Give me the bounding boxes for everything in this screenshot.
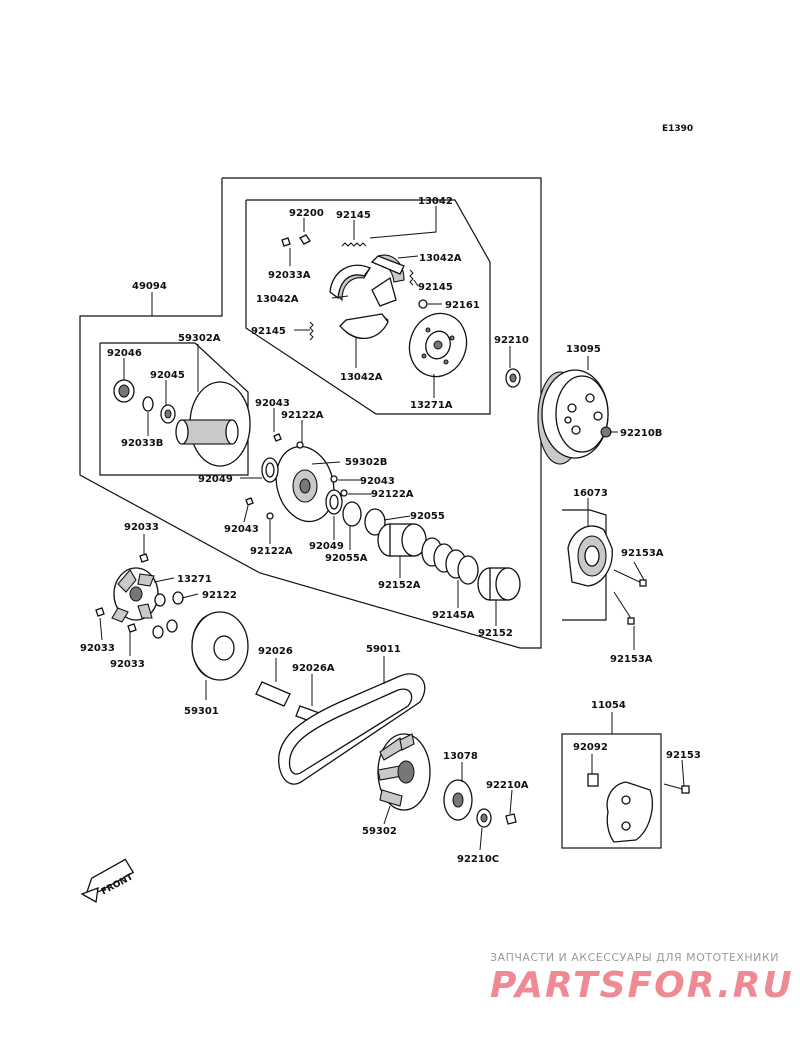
label-92055: 92055 [410,511,445,522]
label-92122a-low: 92122A [250,546,293,557]
drive-face-13271 [111,567,159,623]
label-92026a: 92026A [292,663,335,674]
label-92153: 92153 [666,750,701,761]
pins-92043 [245,433,348,520]
label-13042a-left: 13042A [256,294,299,305]
label-92092: 92092 [573,742,608,753]
label-92033-top: 92033 [124,522,159,533]
label-59302: 59302 [362,826,397,837]
label-92033-low: 92033 [110,659,145,670]
label-92122a-top: 92122A [281,410,324,421]
bearing-92046 [113,379,135,403]
label-92210a: 92210A [486,780,529,791]
ring-92055a [342,501,362,527]
movable-pulley-59302b [275,445,335,523]
weights-92122 [152,591,184,639]
seal-92049b [325,489,343,515]
label-92045: 92045 [150,370,185,381]
label-92122: 92122 [202,590,237,601]
label-92043-low: 92043 [224,524,259,535]
part-labels: 49094 13042 92200 92145 13042A 92033A 92… [80,196,701,865]
bearing-92045 [160,404,176,424]
cover-frame-16073 [562,509,607,621]
label-92049-left: 92049 [198,474,233,485]
label-92046: 92046 [107,348,142,359]
label-13271: 13271 [177,574,212,585]
label-13095: 13095 [566,344,601,355]
watermark-tagline: ЗАПЧАСТИ И АКСЕССУАРЫ ДЛЯ МОТОТЕХНИКИ [490,951,779,964]
label-13042: 13042 [418,196,453,207]
drive-face-59301 [191,611,249,681]
label-92033a: 92033A [268,270,311,281]
label-92161: 92161 [445,300,480,311]
label-11054: 11054 [591,700,626,711]
plate-13078 [443,779,473,821]
collar-92152a [377,523,427,557]
label-92043-mid: 92043 [360,476,395,487]
label-92145a: 92145A [432,610,475,621]
belt-59011 [278,673,426,785]
label-13078: 13078 [443,751,478,762]
fan-pulley-59302 [377,733,431,811]
label-92153a-lower: 92153A [610,654,653,665]
label-92043-top: 92043 [255,398,290,409]
bolt-92153 [663,783,690,794]
clutch-frame-13042 [245,199,491,415]
clutch-shoe-assembly [329,254,405,340]
label-92033-left: 92033 [80,643,115,654]
front-arrow: FRONT [80,858,136,904]
label-92033b: 92033B [121,438,163,449]
bracket-11054 [587,773,653,843]
nut-92210c [476,808,492,828]
seal-92049a [261,457,279,483]
driven-pulley-59302a [175,381,251,467]
label-16073: 16073 [573,488,608,499]
label-13042a-lower: 13042A [340,372,383,383]
label-92210b: 92210B [620,428,662,439]
label-92145-right: 92145 [418,282,453,293]
diagram-code: E1390 [662,124,693,134]
cover-16073 [567,525,613,587]
label-13042a-upper: 13042A [419,253,462,264]
collar-92152 [477,567,521,601]
label-92145-left: 92145 [251,326,286,337]
label-92152: 92152 [478,628,513,639]
label-92152a: 92152A [378,580,421,591]
watermark-logo: PARTSFOR.RU [490,965,794,1006]
plate-13271a [408,312,468,378]
bolts-92153a [613,569,647,625]
label-59302a: 59302A [178,333,221,344]
label-92153a-upper: 92153A [621,548,664,559]
leader-lines [99,206,685,851]
label-92210c: 92210C [457,854,499,865]
label-92145-top: 92145 [336,210,371,221]
label-49094: 49094 [132,281,167,292]
label-92200: 92200 [289,208,324,219]
label-59301: 59301 [184,706,219,717]
label-92049-low: 92049 [309,541,344,552]
pins-92033 [95,553,149,633]
assembly-frame-49094 [79,177,542,649]
label-59011: 59011 [366,644,401,655]
label-59302b: 59302B [345,457,387,468]
clutch-housing-13095 [537,369,612,465]
ring-92033b [142,396,154,412]
collar-92161 [418,299,428,309]
label-92122a-mid: 92122A [371,489,414,500]
pin-92200 [299,234,311,245]
label-92210: 92210 [494,335,529,346]
nut-92210a [505,813,517,825]
spring-92145a [421,537,479,585]
label-92055a: 92055A [325,553,368,564]
label-92026: 92026 [258,646,293,657]
label-13271a: 13271A [410,400,453,411]
ring-92055 [364,508,386,536]
springs-92145 [309,242,414,341]
pin-92033a [281,237,291,247]
nut-92210 [505,368,521,388]
